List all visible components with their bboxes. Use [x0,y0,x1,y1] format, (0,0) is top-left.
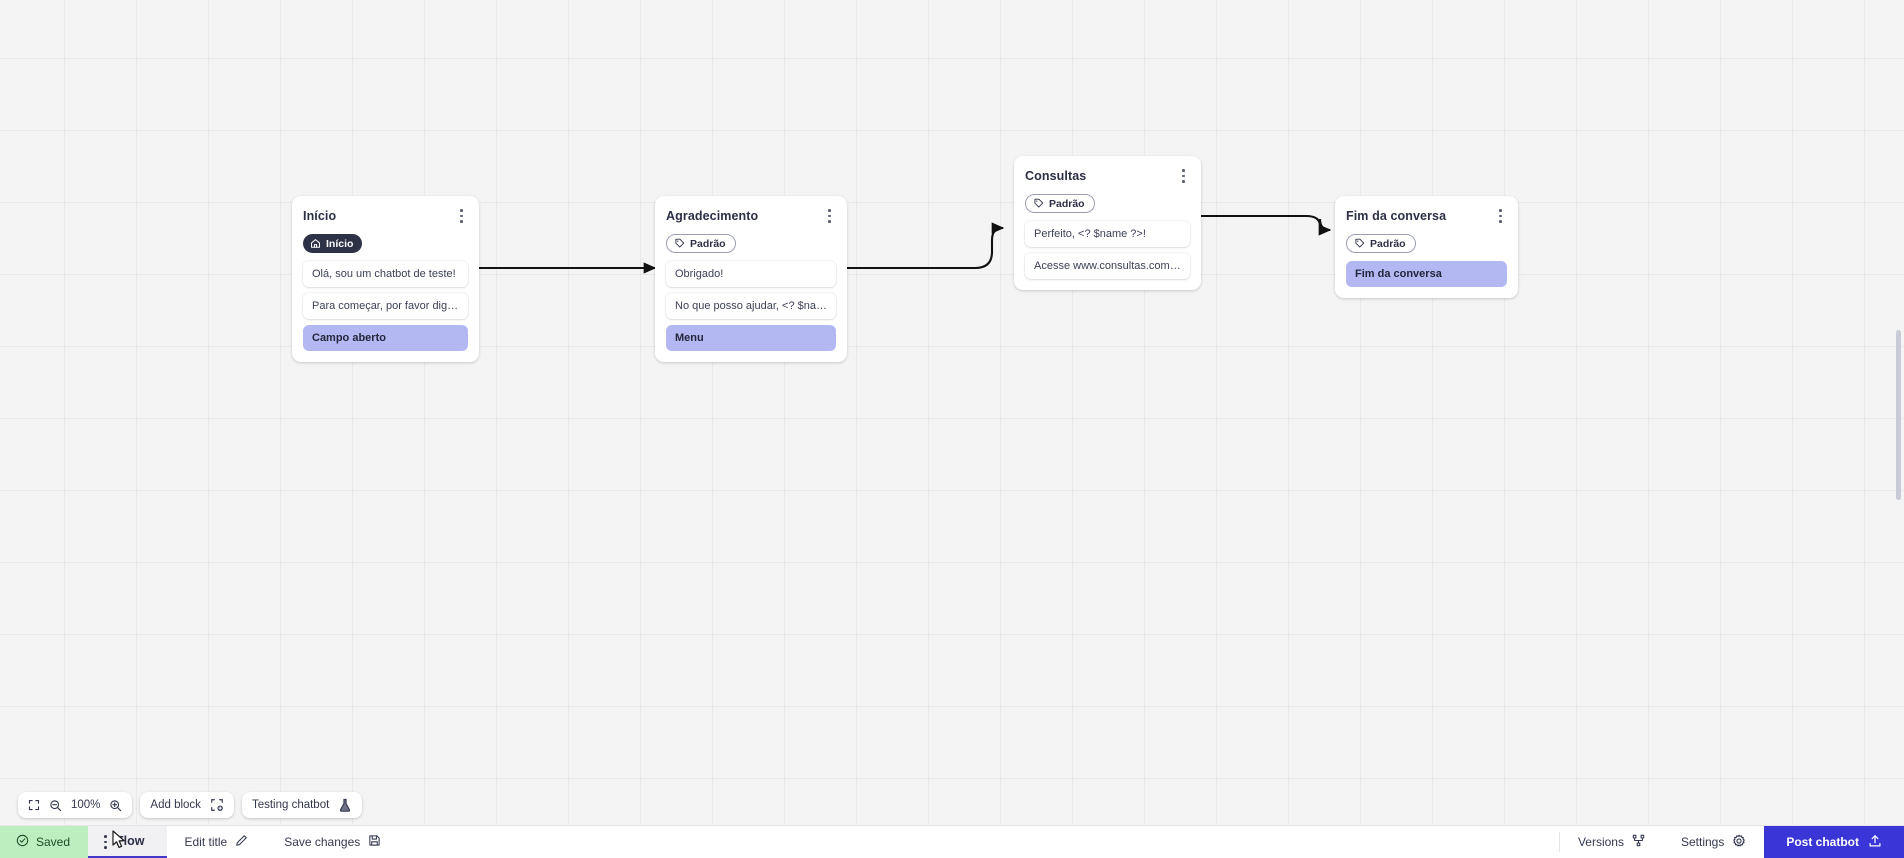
save-changes-label: Save changes [284,835,361,849]
floppy-disk-icon [368,834,381,850]
gear-icon [1732,834,1746,851]
flow-node-fim-da-conversa[interactable]: Fim da conversa Padrão Fim da conversa [1335,196,1518,298]
vertical-scrollbar[interactable] [1896,330,1901,500]
node-menu-icon[interactable] [822,208,836,224]
node-message[interactable]: Acesse www.consultas.com par... [1025,253,1190,279]
zoom-out-icon[interactable] [49,799,62,812]
status-bar: Saved Flow Edit title Save changes [0,825,1904,858]
node-action[interactable]: Fim da conversa [1346,261,1507,287]
zoom-in-icon[interactable] [109,799,122,812]
node-title: Início [303,209,337,223]
testing-chatbot-button[interactable]: Testing chatbot [241,792,363,818]
post-chatbot-button[interactable]: Post chatbot [1764,826,1904,858]
settings-button[interactable]: Settings [1663,826,1764,858]
testing-chatbot-label: Testing chatbot [251,799,330,811]
zoom-controls: 100% [18,792,133,818]
check-circle-icon [16,834,29,850]
node-menu-icon[interactable] [454,208,468,224]
node-tag-label: Padrão [690,237,726,250]
saved-status-badge: Saved [0,826,89,858]
node-header: Início [303,208,468,224]
flow-node-inicio[interactable]: Início Início Olá, sou um chatbot de tes… [292,196,479,362]
node-tag-label: Padrão [1049,197,1085,210]
zoom-level: 100% [71,799,101,811]
node-action[interactable]: Campo aberto [303,325,468,351]
settings-label: Settings [1680,835,1725,849]
saved-label: Saved [36,835,71,849]
edit-title-button[interactable]: Edit title [167,826,267,858]
flow-canvas[interactable]: Início Início Olá, sou um chatbot de tes… [0,0,1904,825]
node-tag-padrao[interactable]: Padrão [1025,194,1095,213]
tab-flow-label: Flow [116,834,145,848]
node-message[interactable]: Olá, sou um chatbot de teste! [303,261,468,287]
node-tag-inicio[interactable]: Início [303,234,363,253]
node-header: Consultas [1025,168,1190,184]
node-header: Agradecimento [666,208,836,224]
tag-icon [1033,198,1044,209]
node-title: Fim da conversa [1346,209,1447,223]
add-block-icon [210,798,224,812]
canvas-toolbar: 100% Add block Testing chatbot [18,792,363,818]
drag-handle-icon[interactable] [98,834,112,849]
status-bar-spacer [399,826,1559,858]
versions-label: Versions [1577,835,1624,849]
home-icon [310,238,321,249]
add-block-label: Add block [150,799,201,811]
edit-title-label: Edit title [184,835,228,849]
node-tag-padrao[interactable]: Padrão [1346,234,1416,253]
node-tag-label: Início [326,237,354,250]
tab-flow[interactable]: Flow [88,826,167,858]
branch-icon [1632,834,1645,850]
upload-icon [1868,834,1882,851]
add-block-button[interactable]: Add block [140,792,234,818]
flow-node-agradecimento[interactable]: Agradecimento Padrão Obrigado! No que po… [655,196,847,362]
flask-icon [338,798,352,813]
node-header: Fim da conversa [1346,208,1507,224]
post-chatbot-label: Post chatbot [1786,835,1859,849]
node-message[interactable]: No que posso ajudar, <? $name ... [666,293,836,319]
flow-node-consultas[interactable]: Consultas Padrão Perfeito, <? $name ?>! … [1014,156,1201,290]
node-title: Consultas [1025,169,1087,183]
node-menu-icon[interactable] [1176,168,1190,184]
node-title: Agradecimento [666,209,759,223]
node-message[interactable]: Para começar, por favor digite o ... [303,293,468,319]
flow-edges [479,214,1332,274]
pencil-icon [235,834,248,850]
status-bar-divider [1558,832,1560,852]
node-tag-label: Padrão [1370,237,1406,250]
save-changes-button[interactable]: Save changes [266,826,399,858]
versions-button[interactable]: Versions [1560,826,1663,858]
tag-icon [1354,238,1365,249]
fit-screen-icon[interactable] [28,799,40,811]
node-tag-padrao[interactable]: Padrão [666,234,736,253]
tag-icon [674,238,685,249]
node-menu-icon[interactable] [1493,208,1507,224]
node-action[interactable]: Menu [666,325,836,351]
node-message[interactable]: Obrigado! [666,261,836,287]
node-message[interactable]: Perfeito, <? $name ?>! [1025,221,1190,247]
